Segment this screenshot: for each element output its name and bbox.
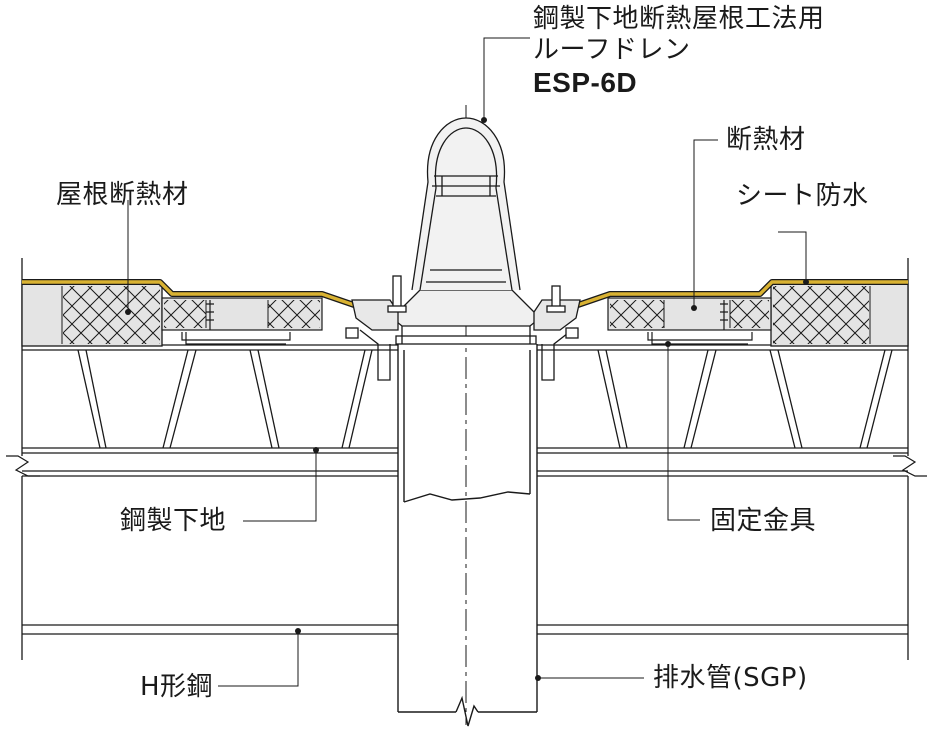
drain-model-number: ESP-6D xyxy=(533,67,638,98)
label-drain-pipe: 排水管(SGP) xyxy=(653,663,808,693)
drain-pipe xyxy=(397,344,538,727)
fixing-bracket-shapes xyxy=(181,300,753,345)
strainer-dome xyxy=(411,117,521,291)
drain-title-line2: ルーフドレン xyxy=(533,35,691,65)
break-marks xyxy=(6,455,927,477)
leader-dots xyxy=(125,117,809,681)
drain-body xyxy=(345,275,581,381)
roof-insulation-left xyxy=(21,283,163,347)
label-insulation: 断熱材 xyxy=(726,125,806,155)
leader-lines xyxy=(127,37,807,687)
label-h-beam: H形鋼 xyxy=(140,672,214,702)
insulation-right xyxy=(607,297,772,331)
h-beam xyxy=(21,470,909,660)
drain-title-line1: 鋼製下地断熱屋根工法用 xyxy=(533,4,825,34)
label-roof-insulation: 屋根断熱材 xyxy=(56,180,189,210)
roof-insulation-right xyxy=(770,283,909,347)
insulation-left xyxy=(161,297,323,331)
label-sheet-waterproofing: シート防水 xyxy=(736,181,869,211)
label-fixing-bracket: 固定金具 xyxy=(710,506,817,536)
label-steel-deck: 鋼製下地 xyxy=(120,506,227,536)
